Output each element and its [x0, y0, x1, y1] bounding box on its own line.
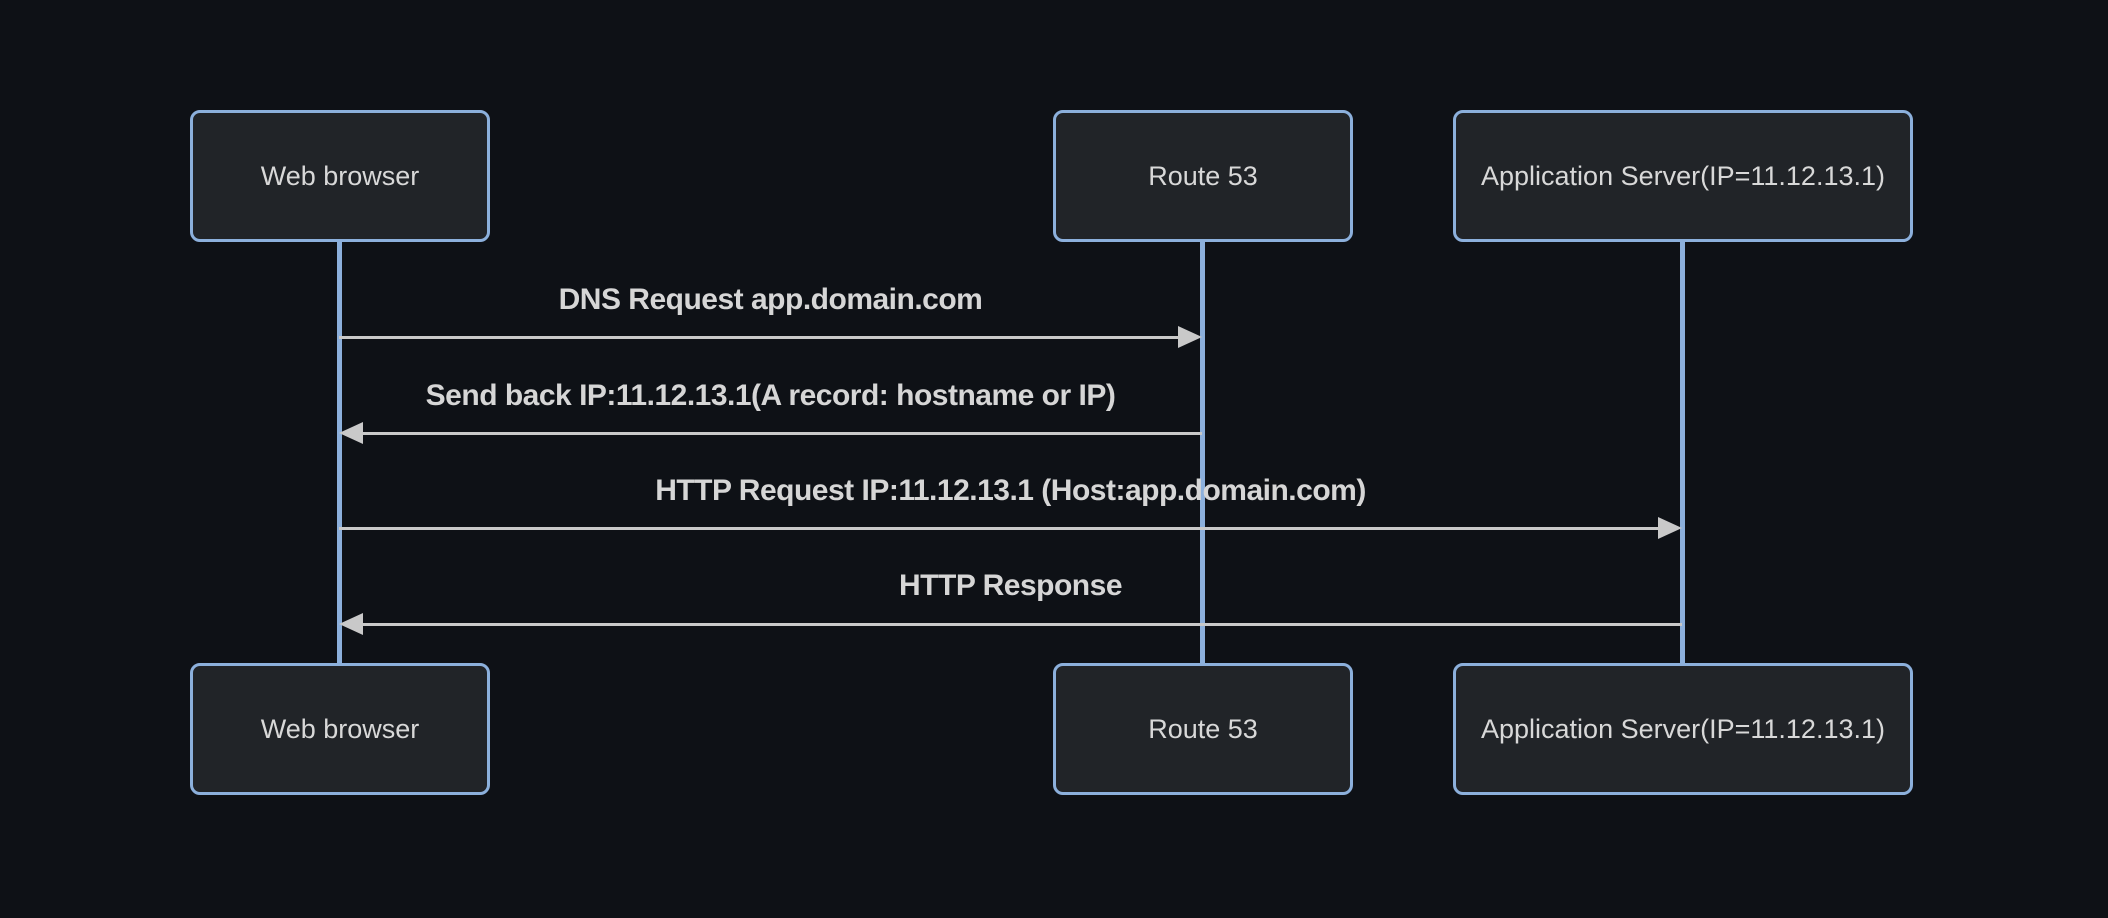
actor-box-application-server-top: Application Server(IP=11.12.13.1)	[1453, 110, 1913, 242]
message-label-dns-request: DNS Request app.domain.com	[558, 283, 983, 316]
arrowhead-left-icon	[339, 422, 363, 444]
actor-box-route-53-bottom: Route 53	[1053, 663, 1353, 795]
message-line-dns-request	[339, 336, 1178, 339]
actor-box-web-browser-bottom: Web browser	[190, 663, 490, 795]
message-line-http-response	[363, 623, 1682, 626]
lifeline-application-server	[1680, 242, 1685, 663]
message-label-http-response: HTTP Response	[899, 569, 1123, 602]
lifeline-web-browser	[337, 242, 342, 663]
actor-label-route-53: Route 53	[1148, 160, 1258, 191]
arrowhead-right-icon	[1658, 517, 1682, 539]
actor-label-application-server: Application Server(IP=11.12.13.1)	[1481, 160, 1885, 191]
message-label-http-request: HTTP Request IP:11.12.13.1 (Host:app.dom…	[655, 474, 1366, 507]
arrowhead-left-icon	[339, 613, 363, 635]
actor-label-web-browser: Web browser	[260, 160, 420, 191]
message-label-send-back-ip: Send back IP:11.12.13.1(A record: hostna…	[425, 379, 1116, 412]
actor-box-web-browser-top: Web browser	[190, 110, 490, 242]
lifeline-route-53	[1200, 242, 1205, 663]
actor-box-application-server-bottom: Application Server(IP=11.12.13.1)	[1453, 663, 1913, 795]
actor-label-application-server: Application Server(IP=11.12.13.1)	[1481, 713, 1885, 744]
message-line-send-back-ip	[363, 432, 1202, 435]
actor-box-route-53-top: Route 53	[1053, 110, 1353, 242]
message-line-http-request	[339, 527, 1658, 530]
actor-label-web-browser: Web browser	[260, 713, 420, 744]
actor-label-route-53: Route 53	[1148, 713, 1258, 744]
arrowhead-right-icon	[1178, 326, 1202, 348]
